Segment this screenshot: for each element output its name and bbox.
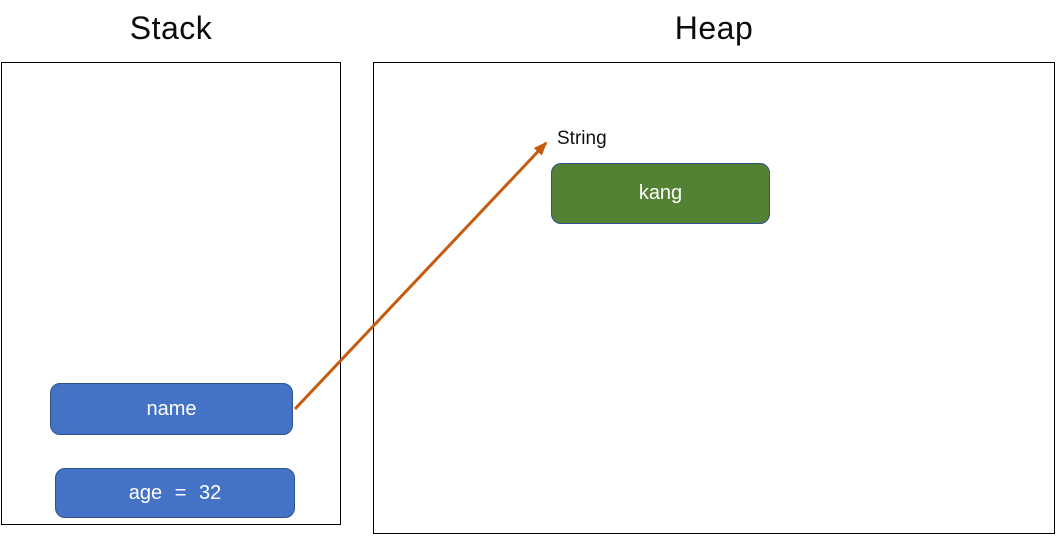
heap-object-type-label: String xyxy=(557,128,607,149)
stack-variable-age-box: age = 32 xyxy=(55,468,295,518)
stack-variable-name-box: name xyxy=(50,383,293,435)
heap-object-value-box: kang xyxy=(551,163,770,224)
stack-container xyxy=(1,62,341,525)
stack-title: Stack xyxy=(129,10,213,46)
heap-title: Heap xyxy=(674,10,754,46)
heap-object-value-label: kang xyxy=(638,182,683,204)
stack-variable-age-label: age = 32 xyxy=(128,481,222,504)
heap-container xyxy=(373,62,1055,534)
stack-variable-name-label: name xyxy=(146,397,197,420)
